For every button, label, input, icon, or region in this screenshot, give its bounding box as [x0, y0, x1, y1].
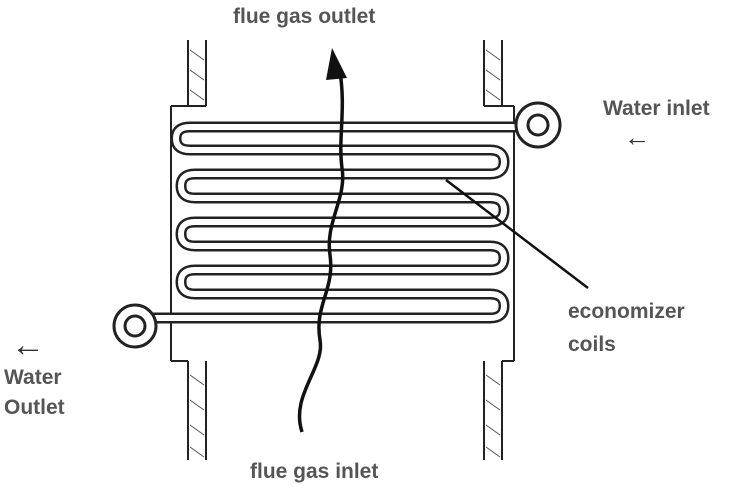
- economizer-leader-line: [445, 179, 589, 289]
- flue-gas-inlet-label: flue gas inlet: [250, 460, 379, 483]
- water-inlet-arrow-icon: ←: [624, 122, 650, 152]
- water-outlet-label-line2: Outlet: [4, 396, 65, 419]
- water-inlet-label: Water inlet: [603, 97, 710, 120]
- water-outlet-arrow-icon: ←: [11, 326, 45, 364]
- economizer-label-line1: economizer: [568, 300, 685, 323]
- economizer-coil: [134, 121, 536, 324]
- flue-gas-flow-line: [297, 71, 345, 433]
- economizer-label-line2: coils: [568, 333, 616, 356]
- flue-gas-outlet-label: flue gas outlet: [233, 5, 376, 28]
- flue-gas-arrowhead: [326, 48, 347, 80]
- water-inlet-header: [514, 101, 562, 149]
- water-outlet-header: [112, 303, 158, 349]
- water-outlet-label-line1: Water: [4, 366, 62, 389]
- wall-hatching: [189, 49, 501, 458]
- duct-walls: [170, 40, 515, 460]
